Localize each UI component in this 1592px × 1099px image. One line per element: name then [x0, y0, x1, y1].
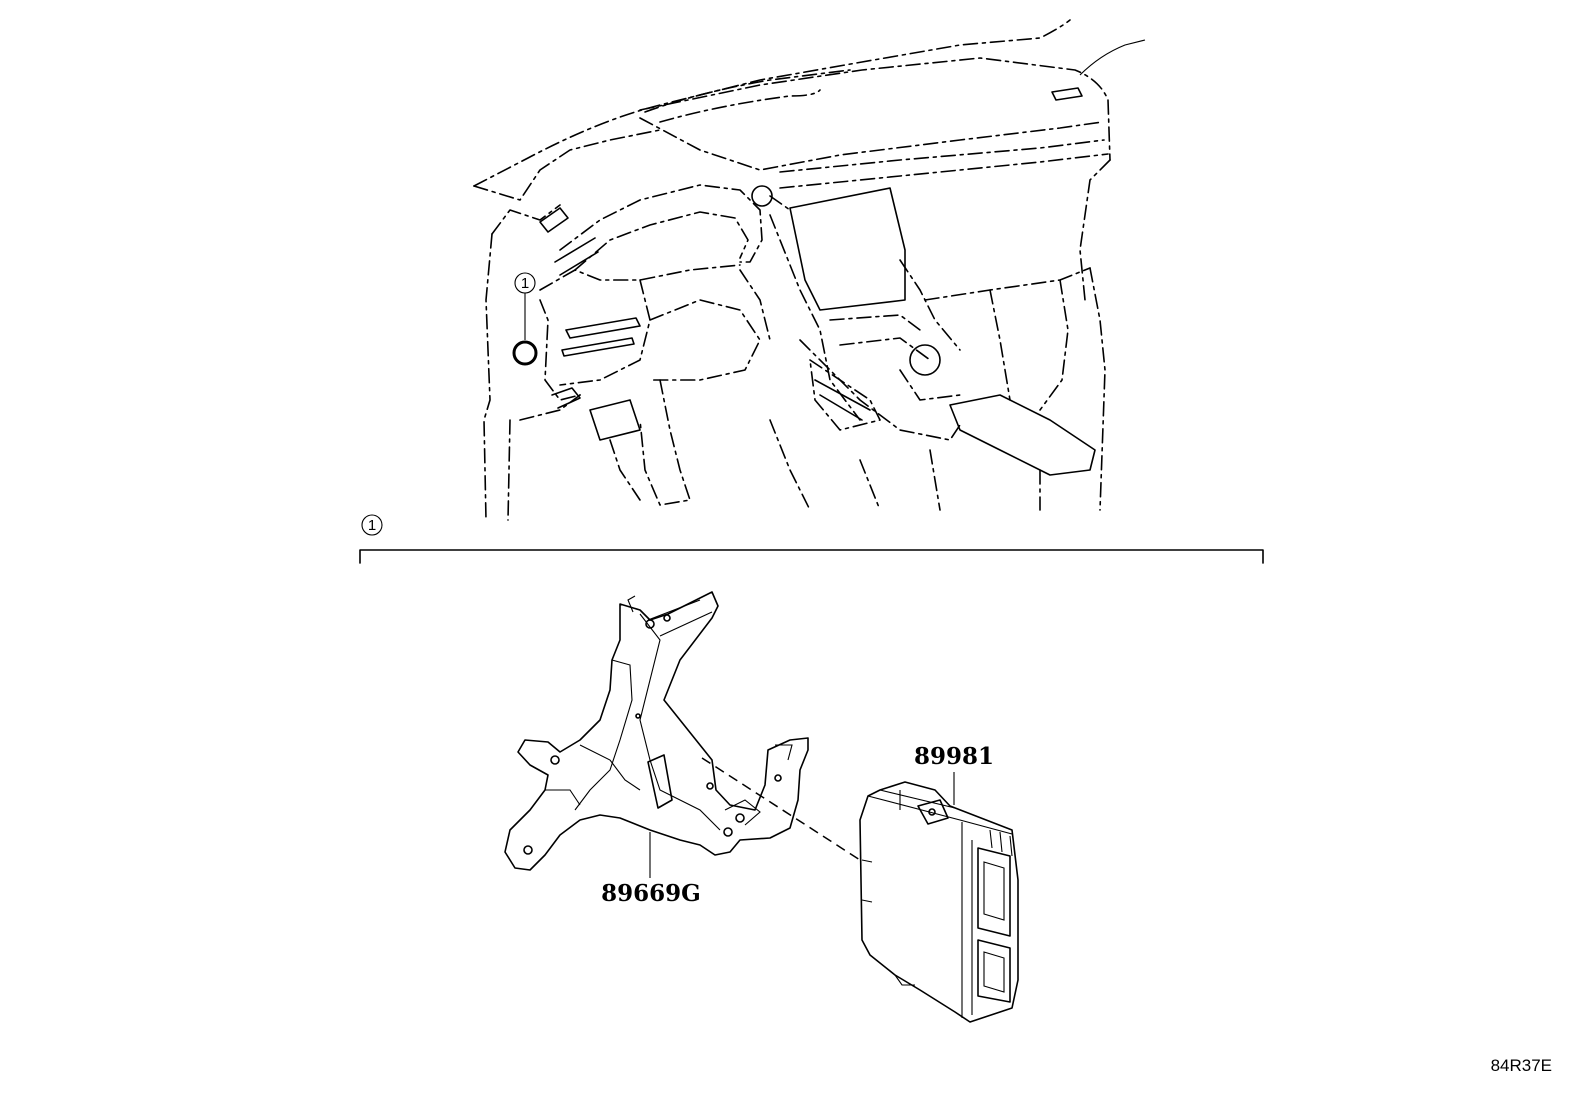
- assembly-guide-line: [701, 757, 861, 861]
- module-part-number: 89981: [914, 743, 994, 770]
- bracket-part-89669g: 89669G: [504, 591, 809, 907]
- dashboard-illustration: 1: [473, 19, 1146, 521]
- module-part-89981: 89981: [859, 743, 1019, 1023]
- section-bracket: 1: [359, 514, 1264, 564]
- location-callout-number: 1: [521, 275, 529, 292]
- illustration-code: 84R37E: [1491, 1056, 1552, 1075]
- location-marker-circle: [512, 340, 538, 366]
- section-callout-number: 1: [368, 517, 376, 534]
- bracket-part-number: 89669G: [601, 880, 701, 907]
